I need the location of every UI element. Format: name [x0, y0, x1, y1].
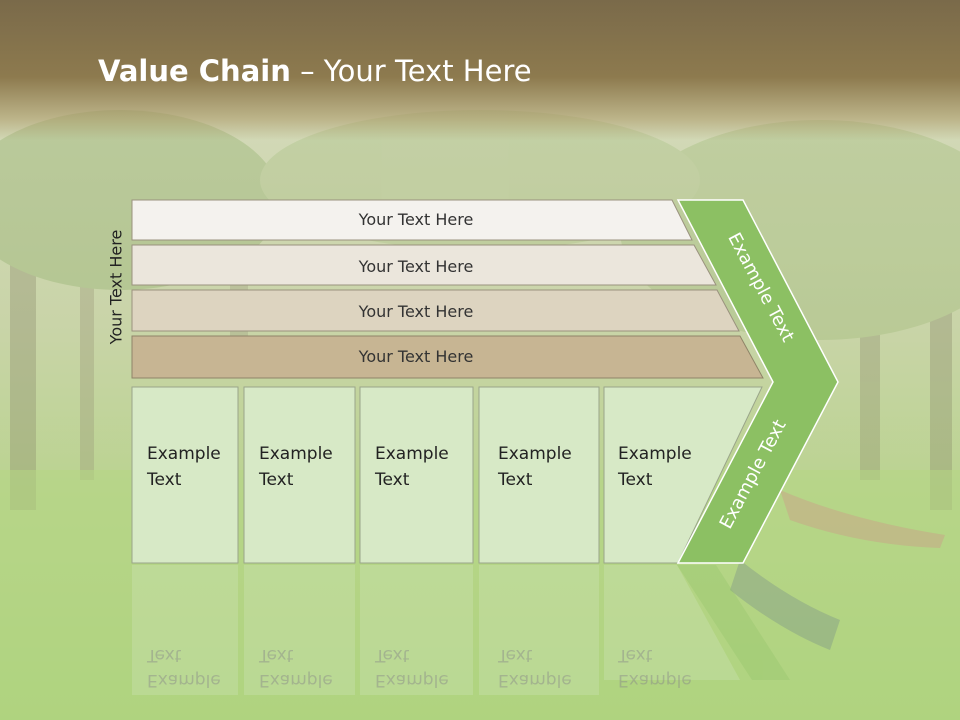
reflection-text-1b: Text [146, 645, 182, 665]
example-box-3: Example Text [359, 386, 474, 564]
box-4-line1: Example [498, 444, 572, 464]
box-3-line1: Example [375, 444, 449, 464]
reflection-text-2a: Example [259, 670, 333, 690]
reflection-text-1a: Example [147, 670, 221, 690]
box-5-line1: Example [618, 444, 692, 464]
row-label-3: Your Text Here [358, 302, 474, 321]
example-box-4: Example Text [478, 386, 600, 564]
header-band [0, 0, 960, 140]
title-rest: – Your Text Here [290, 54, 532, 88]
boxes-reflection [132, 565, 790, 695]
example-box-2: Example Text [243, 386, 356, 564]
reflection-text-2b: Text [258, 645, 294, 665]
row-bar-2: Your Text Here [131, 244, 717, 286]
box-2-line2: Text [258, 470, 294, 490]
title-bold: Value Chain [98, 54, 291, 88]
reflection-text-4b: Text [497, 645, 533, 665]
reflection-text-5b: Text [617, 645, 653, 665]
row-label-4: Your Text Here [358, 347, 474, 366]
box-5-line2: Text [617, 470, 653, 490]
chevron-arrow: Example Text Example Text [676, 199, 839, 564]
reflection-text-3a: Example [375, 670, 449, 690]
row-label-2: Your Text Here [358, 257, 474, 276]
slide-title: Value Chain – Your Text Here [98, 54, 532, 88]
row-bar-4: Your Text Here [131, 335, 764, 379]
row-label-1: Your Text Here [358, 210, 474, 229]
box-4-line2: Text [497, 470, 533, 490]
row-bar-1: Your Text Here [131, 199, 693, 241]
example-box-5: Example Text [603, 386, 763, 564]
box-1-line1: Example [147, 444, 221, 464]
reflection-text-3b: Text [374, 645, 410, 665]
row-bar-3: Your Text Here [131, 289, 740, 332]
reflection-text-5a: Example [618, 670, 692, 690]
box-1-line2: Text [146, 470, 182, 490]
reflection-text: Example Text Example Text Example Text E… [146, 645, 692, 690]
box-3-line2: Text [374, 470, 410, 490]
box-2-line1: Example [259, 444, 333, 464]
example-box-1: Example Text [131, 386, 239, 564]
reflection-text-4a: Example [498, 670, 572, 690]
